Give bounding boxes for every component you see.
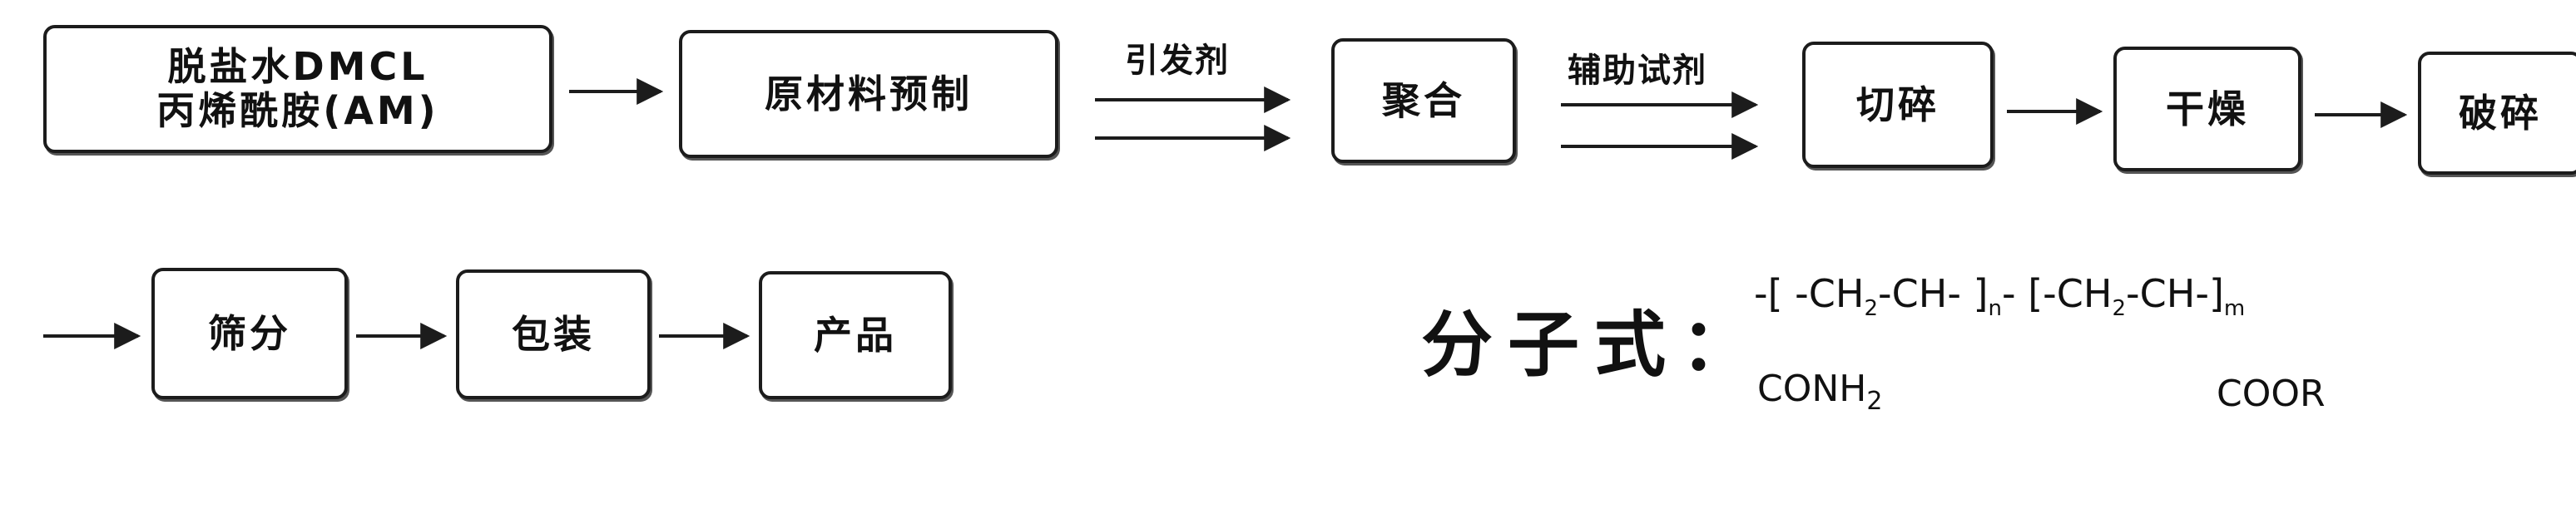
formula-part-4: -CH-]	[2126, 271, 2224, 316]
formula-sub-1: 2	[1864, 296, 1879, 322]
formula-group-2: COOR	[2217, 373, 2326, 415]
node-raw-materials: 脱盐水DMCL 丙烯酰胺(AM)	[43, 25, 552, 153]
formula-m: m	[2223, 296, 2246, 322]
formula-part-3: - [-CH	[2002, 271, 2113, 316]
node-grind: 破碎	[2418, 52, 2576, 175]
formula-line: -[ -CH2-CH- ]n- [-CH2-CH-]m	[1754, 271, 2245, 321]
raw-material-line-2: 丙烯酰胺(AM)	[156, 88, 439, 133]
node-pack: 包装	[456, 269, 651, 399]
node-polymerize: 聚合	[1331, 38, 1516, 163]
formula-title: 分子式：	[1421, 304, 1767, 387]
group-1-sub: 2	[1866, 386, 1883, 416]
formula-part-2: -CH- ]	[1878, 271, 1989, 316]
node-cut: 切碎	[1802, 42, 1994, 168]
node-dry: 干燥	[2113, 47, 2301, 171]
formula-group-1: CONH2	[1757, 368, 1882, 416]
formula-part-1: -[ -CH	[1754, 271, 1865, 316]
formula-n: n	[1988, 296, 2002, 322]
node-sieve: 筛分	[151, 268, 348, 399]
raw-material-line-1: 脱盐水DMCL	[167, 44, 429, 90]
node-prep: 原材料预制	[679, 30, 1058, 158]
node-product: 产品	[759, 271, 952, 399]
label-auxiliary: 辅助试剂	[1568, 52, 1707, 90]
label-initiator: 引发剂	[1125, 42, 1230, 80]
group-1-text: CONH	[1757, 368, 1867, 410]
formula-sub-2: 2	[2112, 296, 2127, 322]
